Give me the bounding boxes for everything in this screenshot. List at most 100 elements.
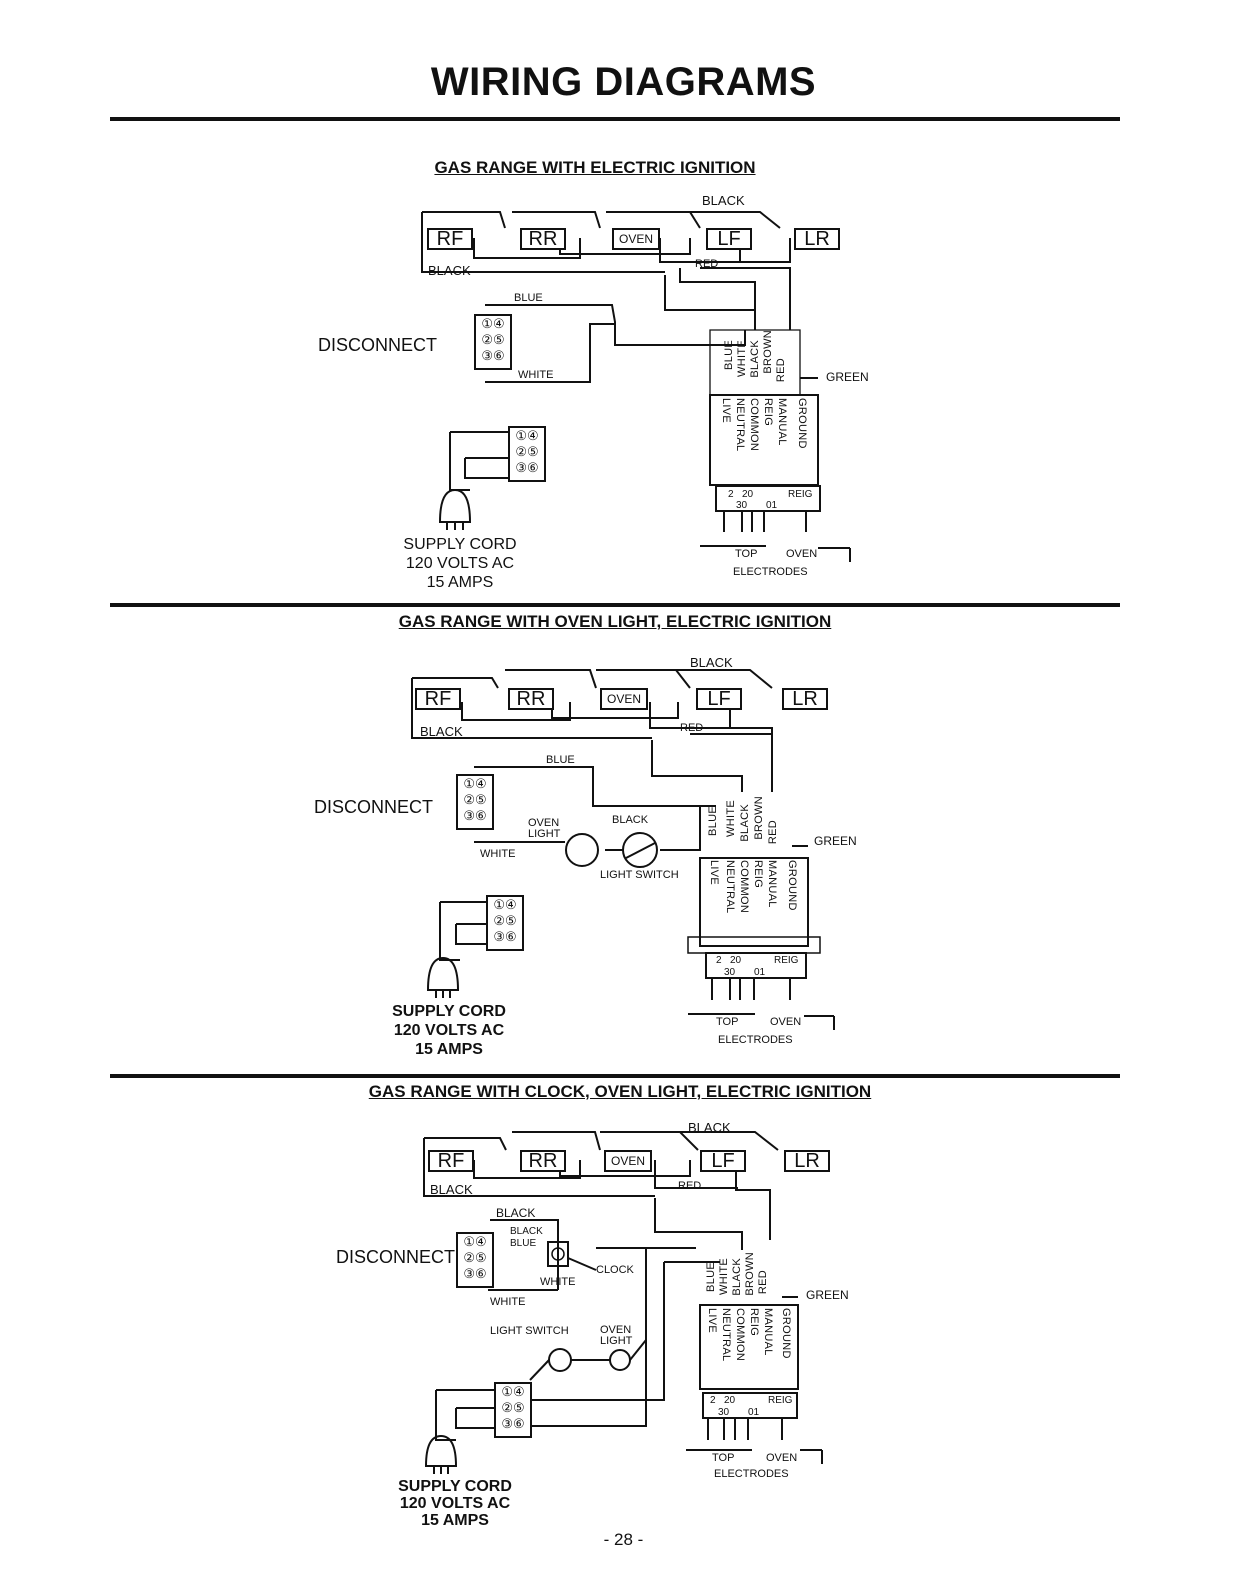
burner-rf: RF	[427, 228, 473, 250]
supply-cord-line-3: 15 AMPS	[421, 1512, 489, 1529]
supply-connector: ①④ ②⑤ ③⑥	[508, 426, 546, 482]
module-label-white: WHITE	[718, 1258, 730, 1295]
pin-row-1: ①④	[501, 1384, 525, 1399]
disconnect-label: DISCONNECT	[314, 797, 434, 817]
module-label-blue: BLUE	[705, 1262, 717, 1292]
module-reig: REIG	[762, 398, 774, 427]
terminal-2: 2	[728, 489, 734, 500]
module-ground: GROUND	[786, 860, 798, 911]
module-common: COMMON	[738, 860, 750, 914]
supply-cord-label: SUPPLY CORD 120 VOLTS AC 15 AMPS	[374, 1002, 524, 1059]
pin-row-3: ③⑥	[463, 1266, 487, 1281]
disconnect-label: DISCONNECT	[336, 1247, 456, 1267]
terminal-2: 2	[710, 1395, 716, 1406]
clock-label: CLOCK	[596, 1264, 634, 1276]
burner-rr: RR	[508, 688, 554, 710]
wire-label-red: RED	[678, 1180, 702, 1192]
module-common: COMMON	[734, 1308, 746, 1362]
terminal-reig: REIG	[768, 1395, 793, 1406]
module-manual: MANUAL	[776, 398, 788, 446]
pin-row-2: ②⑤	[515, 444, 539, 459]
electrode-top: TOP	[712, 1452, 735, 1464]
title-divider	[110, 117, 1120, 121]
electrodes-label: ELECTRODES	[718, 1034, 793, 1046]
module-label-brown: BROWN	[744, 1252, 756, 1296]
pin-row-2: ②⑤	[463, 792, 487, 807]
terminal-20: 20	[724, 1395, 736, 1406]
burner-lf: LF	[696, 688, 742, 710]
disconnect-connector: ①④ ②⑤ ③⑥	[456, 1232, 494, 1288]
terminal-30: 30	[718, 1407, 730, 1418]
wire-label-red: RED	[695, 258, 719, 270]
module-live: LIVE	[706, 1308, 718, 1334]
pin-row-3: ③⑥	[515, 460, 539, 475]
burner-oven: OVEN	[600, 688, 648, 710]
wire-label-white-clock: WHITE	[540, 1276, 576, 1288]
disconnect-connector: ①④ ②⑤ ③⑥	[456, 774, 494, 830]
page-number: - 28 -	[603, 1530, 644, 1549]
section-divider-1	[110, 603, 1120, 607]
pin-row-1: ①④	[463, 1234, 487, 1249]
module-ground: GROUND	[796, 398, 808, 449]
wire-label-white: WHITE	[518, 369, 554, 381]
burner-oven: OVEN	[612, 228, 660, 250]
burner-rr: RR	[520, 1150, 566, 1172]
electrodes-label: ELECTRODES	[714, 1468, 789, 1480]
terminal-30: 30	[736, 500, 748, 511]
pin-row-3: ③⑥	[481, 348, 505, 363]
terminal-reig: REIG	[774, 955, 799, 966]
burner-rf: RF	[428, 1150, 474, 1172]
burner-rf: RF	[415, 688, 461, 710]
module-manual: MANUAL	[766, 860, 778, 908]
terminal-20: 20	[742, 489, 754, 500]
wire-label-blue-small: BLUE	[510, 1238, 537, 1249]
wire-label-black: BLACK	[428, 263, 471, 278]
supply-cord-line-3: 15 AMPS	[415, 1041, 483, 1058]
burner-lf: LF	[706, 228, 752, 250]
supply-connector: ①④ ②⑤ ③⑥	[494, 1382, 532, 1438]
supply-cord-line-2: 120 VOLTS AC	[405, 555, 515, 572]
module-neutral: NEUTRAL	[724, 860, 736, 914]
disconnect-connector: ①④ ②⑤ ③⑥	[474, 314, 512, 370]
burner-lf: LF	[700, 1150, 746, 1172]
module-neutral: NEUTRAL	[720, 1308, 732, 1362]
electrode-top: TOP	[735, 548, 758, 560]
section-3-title: GAS RANGE WITH CLOCK, OVEN LIGHT, ELECTR…	[368, 1082, 872, 1101]
burner-lr: LR	[784, 1150, 830, 1172]
supply-cord-line-1: SUPPLY CORD	[403, 536, 517, 553]
terminal-2: 2	[716, 955, 722, 966]
light-switch-label: LIGHT SWITCH	[600, 869, 679, 881]
wire-label-black-clock: BLACK	[496, 1206, 536, 1220]
pin-row-3: ③⑥	[501, 1416, 525, 1431]
pin-row-2: ②⑤	[501, 1400, 525, 1415]
wire-label-white: WHITE	[490, 1296, 526, 1308]
oven-light-label: OVEN LIGHT	[600, 1324, 633, 1347]
module-reig: REIG	[752, 860, 764, 889]
pin-row-2: ②⑤	[463, 1250, 487, 1265]
supply-connector: ①④ ②⑤ ③⑥	[486, 895, 524, 951]
wire-label-black: BLACK	[420, 724, 463, 739]
wire-label-black: BLACK	[430, 1182, 473, 1197]
electrodes-label: ELECTRODES	[733, 566, 808, 578]
burner-rr: RR	[520, 228, 566, 250]
terminal-30: 30	[724, 967, 736, 978]
module-neutral: NEUTRAL	[734, 398, 746, 452]
module-reig: REIG	[748, 1308, 760, 1337]
burner-lr: LR	[794, 228, 840, 250]
module-live: LIVE	[720, 398, 732, 424]
module-manual: MANUAL	[762, 1308, 774, 1356]
pin-row-3: ③⑥	[493, 929, 517, 944]
pin-row-3: ③⑥	[463, 808, 487, 823]
supply-cord-label: SUPPLY CORD 120 VOLTS AC 15 AMPS	[385, 535, 535, 592]
electrode-top: TOP	[716, 1016, 739, 1028]
oven-light-label: OVEN LIGHT	[528, 817, 561, 840]
pin-row-1: ①④	[515, 428, 539, 443]
terminal-01: 01	[754, 967, 766, 978]
section-2-title: GAS RANGE WITH OVEN LIGHT, ELECTRIC IGNI…	[398, 612, 832, 631]
supply-cord-line-3: 15 AMPS	[426, 574, 494, 591]
module-ground: GROUND	[780, 1308, 792, 1359]
pin-row-1: ①④	[493, 897, 517, 912]
page-title: WIRING DIAGRAMS	[430, 60, 817, 104]
pin-row-1: ①④	[481, 316, 505, 331]
